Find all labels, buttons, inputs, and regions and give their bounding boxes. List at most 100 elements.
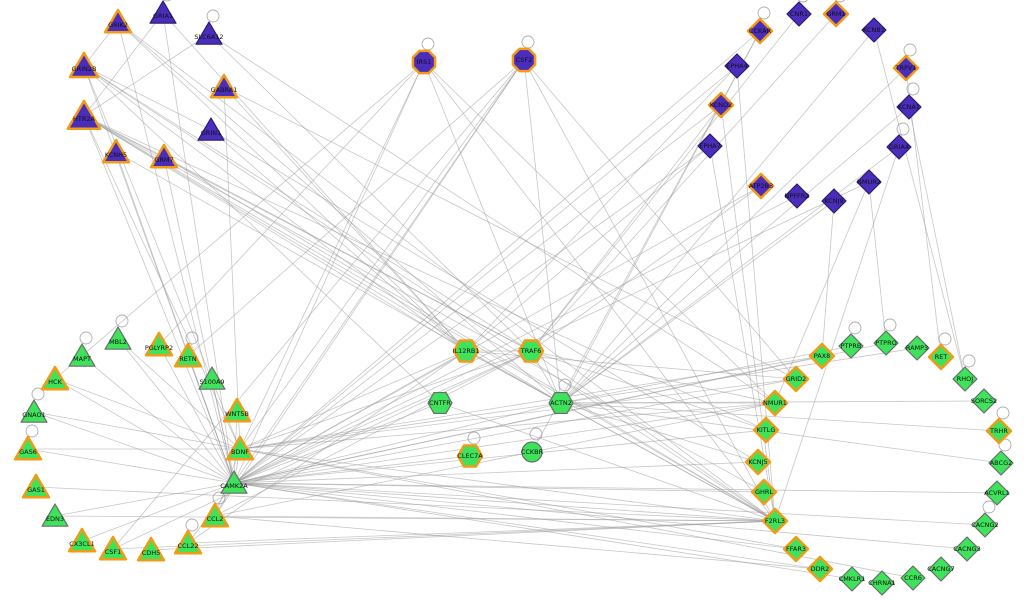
self-loop-icon: [938, 332, 952, 346]
node-GRIA1[interactable]: GRIA1: [149, 0, 177, 24]
edge-line: [117, 21, 467, 352]
node-RET[interactable]: RET: [927, 343, 955, 371]
node-RAMP3[interactable]: RAMP3: [904, 335, 930, 361]
node-SLC6A12[interactable]: SLC6A12: [194, 21, 224, 45]
diamond-shape: [838, 333, 864, 359]
node-KCND2[interactable]: KCND2: [707, 91, 735, 119]
edge-line: [223, 86, 241, 450]
node-CMKLR1[interactable]: CMKLR1: [839, 566, 866, 592]
edge-line: [530, 185, 762, 352]
node-CDH5[interactable]: CDH5: [136, 536, 166, 562]
edge-line: [560, 106, 910, 404]
node-PTPRB[interactable]: PTPRB: [838, 333, 864, 359]
edge-line: [530, 13, 800, 352]
node-CLEC7A[interactable]: CLEC7A: [456, 444, 484, 468]
node-CCKAR[interactable]: CCKAR: [746, 17, 774, 45]
node-GRIN1[interactable]: GRIN1: [197, 117, 225, 141]
node-IRS1[interactable]: IRS1: [411, 49, 437, 75]
node-CACNG7[interactable]: CACNG7: [927, 556, 955, 582]
node-CCR6[interactable]: CCR6: [900, 565, 926, 591]
node-CSF2[interactable]: CSF2: [511, 47, 537, 73]
edge-line: [439, 402, 776, 522]
node-CCKBR[interactable]: CCKBR: [521, 441, 544, 463]
edge-line: [33, 411, 235, 484]
node-NPFFR2[interactable]: NPFFR2: [784, 183, 810, 209]
node-HTR2A[interactable]: HTR2A: [66, 99, 102, 130]
node-ACTN2[interactable]: ACTN2: [548, 391, 574, 415]
diamond-shape: [988, 450, 1014, 476]
edge-line: [54, 61, 425, 380]
node-PAX8[interactable]: PAX8: [808, 342, 836, 370]
edge-line: [736, 65, 776, 522]
node-MBL2[interactable]: MBL2: [104, 326, 132, 350]
edge-line: [233, 350, 467, 484]
diamond-shape: [954, 536, 980, 562]
triangle-shape: [197, 117, 225, 141]
node-EPHA7[interactable]: EPHA7: [697, 133, 723, 159]
node-GRIK2[interactable]: GRIK2: [103, 8, 133, 34]
edge-line: [83, 33, 210, 117]
diamond-shape: [972, 512, 998, 538]
node-PGLYRP2[interactable]: PGLYRP2: [144, 331, 174, 357]
edge-line: [83, 65, 241, 450]
octagon-shape: [511, 47, 537, 73]
self-loops-layer: [25, 0, 1012, 532]
node-GRM1[interactable]: GRM1: [822, 0, 850, 28]
node-MAPT[interactable]: MAPT: [68, 343, 96, 367]
node-EDN3[interactable]: EDN3: [41, 503, 69, 527]
node-SORCS2[interactable]: SORCS2: [971, 388, 997, 414]
node-GRIN2B[interactable]: GRIN2B: [68, 51, 100, 79]
node-RHOJ[interactable]: RHOJ: [952, 366, 978, 392]
node-NMUR2[interactable]: NMUR2: [856, 169, 882, 195]
triangle-shape: [173, 342, 203, 368]
diamond-shape: [985, 417, 1013, 445]
edge-line: [560, 402, 1002, 464]
edge-line: [233, 429, 767, 484]
hexagon-shape: [452, 339, 480, 363]
node-CACNG3[interactable]: CACNG3: [953, 536, 981, 562]
node-CHRNA1[interactable]: CHRNA1: [868, 570, 896, 596]
node-ABCG2[interactable]: ABCG2: [988, 450, 1014, 476]
node-HCK[interactable]: HCK: [40, 365, 70, 391]
edge-line: [233, 482, 776, 522]
node-TRAF6[interactable]: TRAF6: [517, 339, 545, 363]
hexagon-shape: [517, 339, 545, 363]
node-GABRA1[interactable]: GABRA1: [209, 73, 239, 99]
edge-line: [239, 448, 914, 579]
diamond-shape: [782, 365, 810, 393]
node-CNR1[interactable]: CNR1: [786, 1, 812, 27]
node-KCNB1[interactable]: KCNB1: [861, 17, 887, 43]
triangle-shape: [13, 435, 43, 461]
node-DDR2[interactable]: DDR2: [806, 555, 834, 583]
node-CSF1[interactable]: CSF1: [98, 535, 128, 561]
diamond-shape: [984, 480, 1010, 506]
edge-line: [163, 156, 776, 522]
node-GRID2[interactable]: GRID2: [782, 365, 810, 393]
edge-line: [81, 355, 235, 484]
node-GAS6[interactable]: GAS6: [13, 435, 43, 461]
node-WNT5B[interactable]: WNT5B: [222, 397, 252, 423]
edge-line: [158, 61, 425, 346]
node-ATP2B3[interactable]: ATP2B3: [747, 172, 775, 200]
self-loop-icon: [185, 518, 199, 532]
edge-line: [239, 402, 776, 450]
node-CNTFR[interactable]: CNTFR: [427, 391, 453, 415]
node-CCL22[interactable]: CCL22: [173, 529, 203, 555]
node-KCNJ9[interactable]: KCNJ9: [821, 188, 847, 214]
node-KCNA1[interactable]: KCNA1: [896, 94, 922, 120]
node-GNAO1[interactable]: GNAO1: [20, 399, 48, 423]
node-KCNH5[interactable]: KCNH5: [101, 138, 131, 164]
node-GRIA4[interactable]: GRIA4: [886, 134, 912, 160]
diamond-shape: [928, 556, 954, 582]
node-CACNG2[interactable]: CACNG2: [971, 512, 999, 538]
self-loop-icon: [79, 331, 93, 345]
edge-line: [560, 29, 875, 404]
diamond-shape: [839, 566, 865, 592]
node-CX3CL1[interactable]: CX3CL1: [67, 527, 97, 553]
node-CCL2[interactable]: CCL2: [200, 502, 230, 528]
node-GAS1[interactable]: GAS1: [21, 473, 51, 499]
self-loop-icon: [903, 43, 917, 57]
triangle-shape: [198, 366, 226, 390]
edge-line: [530, 13, 837, 352]
diamond-shape: [707, 91, 735, 119]
